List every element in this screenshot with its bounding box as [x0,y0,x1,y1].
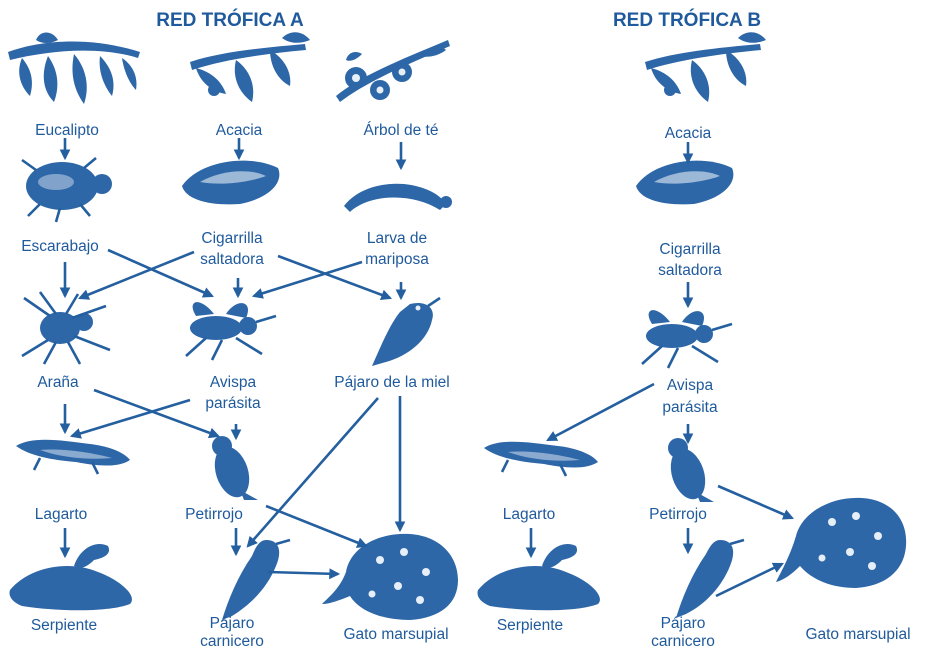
label-gato: Gato marsupial [343,626,448,643]
label-arana: Araña [37,374,79,391]
web-a-title: RED TRÓFICA A [156,9,304,31]
quoll-b-illustration [776,498,906,588]
arrow-cigarrilla-arana [80,252,194,298]
lizard-b-illustration [484,442,598,476]
label-larva-1: Larva de [367,230,427,247]
snake-illustration [10,544,132,610]
arrow-arana-petirrojo [94,390,218,436]
arrow-petirrojo-gato [266,506,366,546]
label-avispa-2: parásita [205,395,261,412]
label-escarabajo: Escarabajo [21,238,99,255]
butcherbird-b-illustration [676,540,744,618]
arrow-carnicero-gato [268,572,338,574]
label-cigarrilla-2: saltadora [200,251,264,268]
beetle-illustration [22,158,112,222]
robin-b-illustration [665,438,714,504]
label-b-cigarrilla-2: saltadora [658,262,722,279]
wasp-b-illustration [642,310,732,368]
label-carnicero-1: Pájaro [210,615,255,632]
label-b-carnicero-2: carnicero [651,633,715,650]
label-b-acacia: Acacia [665,125,712,142]
label-b-lagarto: Lagarto [503,506,556,523]
lizard-illustration [16,440,130,474]
leafhopper-b-illustration [636,161,733,205]
butcherbird-illustration [222,540,290,620]
arrow-escarabajo-avispa [108,250,212,296]
label-arbol-te: Árbol de té [364,122,439,139]
label-b-serpiente: Serpiente [497,617,563,634]
acacia-b-illustration [645,32,766,102]
acacia-illustration [190,32,310,102]
label-b-petirrojo: Petirrojo [649,506,707,523]
tea-tree-illustration [336,40,450,102]
label-b-cigarrilla-1: Cigarrilla [659,241,721,258]
arrow-b-petirrojo-gato [718,486,792,518]
honeyeater-illustration [372,298,440,366]
label-serpiente: Serpiente [31,617,97,634]
label-b-gato: Gato marsupial [805,626,910,643]
label-petirrojo: Petirrojo [185,506,243,523]
spider-illustration [22,292,110,364]
label-lagarto: Lagarto [35,506,88,523]
leafhopper-illustration [182,161,279,205]
label-cigarrilla-1: Cigarrilla [201,230,263,247]
robin-illustration [209,436,258,502]
eucalyptus-illustration [8,33,140,105]
label-b-avispa-2: parásita [662,399,718,416]
web-b-arrows [531,142,792,596]
label-carnicero-2: carnicero [200,633,264,650]
label-pajaro-miel: Pájaro de la miel [334,374,449,391]
snake-b-illustration [478,544,600,610]
label-eucalipto: Eucalipto [35,122,99,139]
label-b-avispa-1: Avispa [667,377,714,394]
quoll-illustration [322,534,458,620]
arrow-b-avispa-lagarto [548,384,654,440]
web-b-title: RED TRÓFICA B [613,9,761,31]
wasp-illustration [186,302,276,360]
label-b-carnicero-1: Pájaro [661,615,706,632]
label-larva-2: mariposa [365,251,429,268]
caterpillar-illustration [344,184,452,212]
label-acacia: Acacia [216,122,263,139]
label-avispa-1: Avispa [210,374,257,391]
